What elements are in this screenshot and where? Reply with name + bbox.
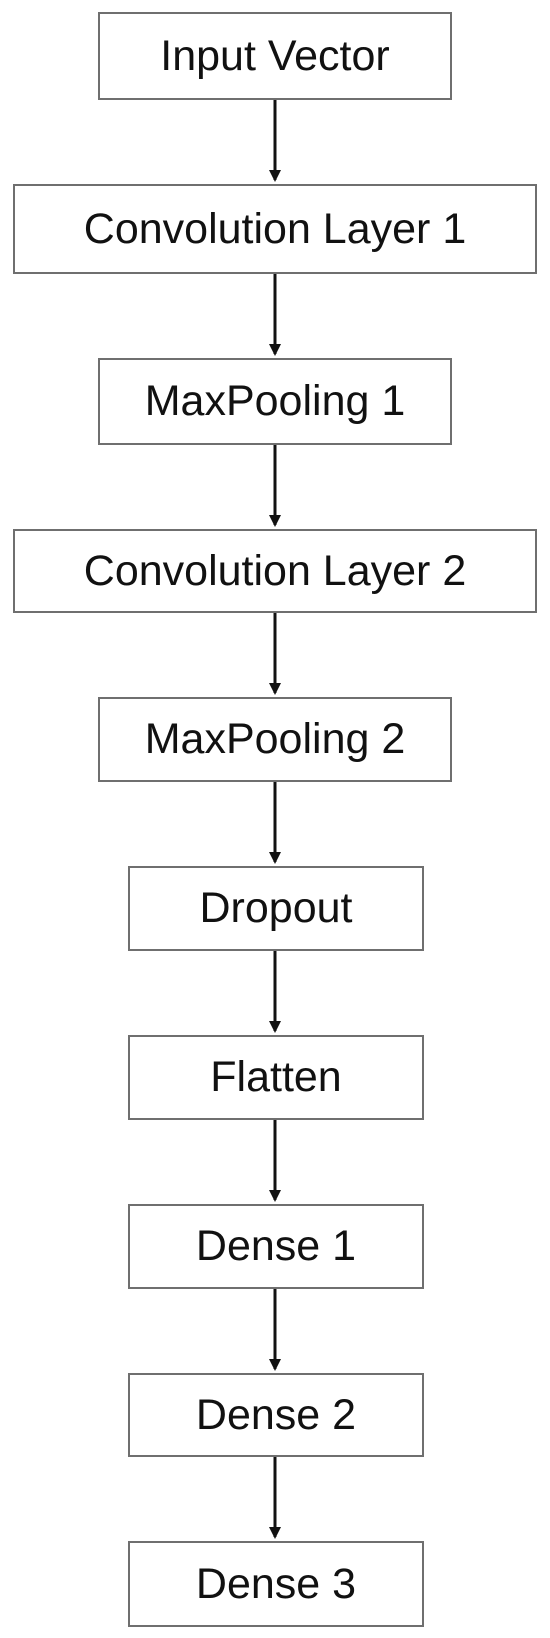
- dense-1-box: Dense 1: [128, 1204, 424, 1289]
- convolution-layer-1-box: Convolution Layer 1: [13, 184, 537, 274]
- dense-2-box: Dense 2: [128, 1373, 424, 1457]
- maxpooling-2-label: MaxPooling 2: [144, 715, 406, 763]
- maxpooling-1-box: MaxPooling 1: [98, 358, 452, 445]
- dense-1-label: Dense 1: [195, 1222, 357, 1270]
- maxpooling-1-label: MaxPooling 1: [144, 377, 406, 425]
- dropout-box: Dropout: [128, 866, 424, 951]
- input-vector-box: Input Vector: [98, 12, 452, 100]
- dense-2-label: Dense 2: [195, 1390, 357, 1439]
- convolution-layer-2-box: Convolution Layer 2: [13, 529, 537, 613]
- convolution-layer-1-label: Convolution Layer 1: [83, 204, 467, 253]
- flatten-label: Flatten: [210, 1053, 342, 1101]
- dense-3-box: Dense 3: [128, 1541, 424, 1627]
- dropout-label: Dropout: [199, 884, 353, 932]
- dense-3-label: Dense 3: [195, 1559, 357, 1608]
- flatten-box: Flatten: [128, 1035, 424, 1120]
- input-vector-label: Input Vector: [160, 31, 390, 80]
- maxpooling-2-box: MaxPooling 2: [98, 697, 452, 782]
- convolution-layer-2-label: Convolution Layer 2: [83, 546, 467, 595]
